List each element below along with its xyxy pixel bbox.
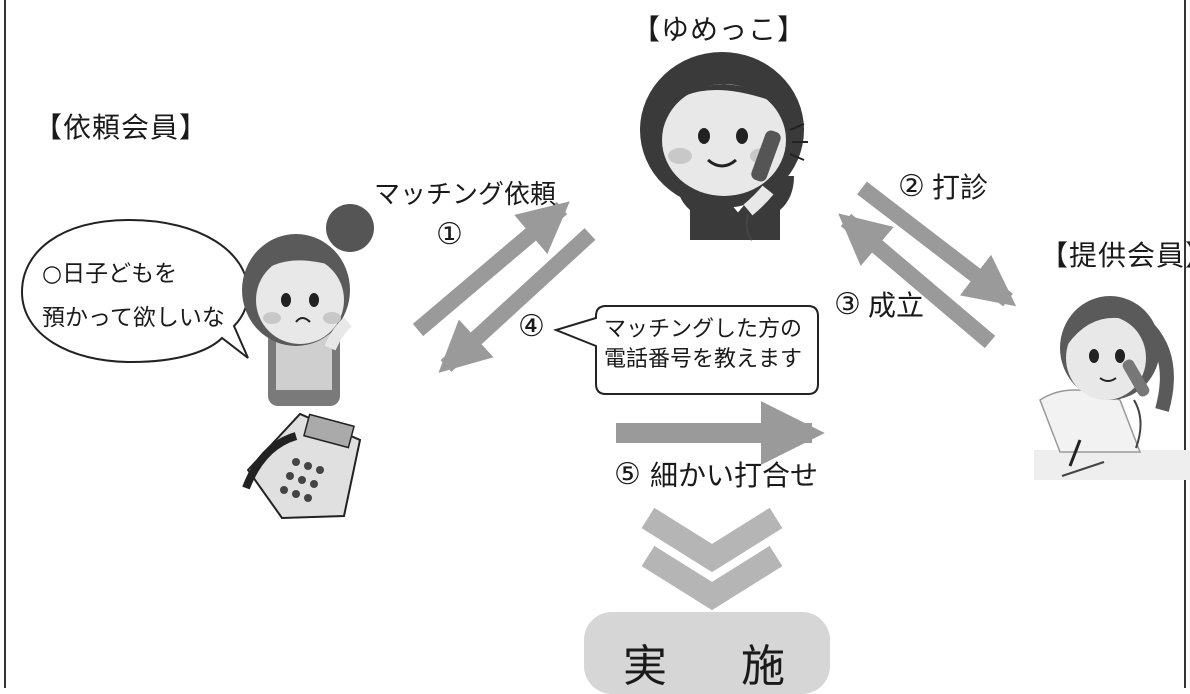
step3-number: ③ [834, 287, 861, 322]
step1-label: マッチング依頼 [374, 180, 557, 210]
step2-label: 打診 [932, 171, 989, 204]
arrow-sounding [857, 181, 1017, 307]
implementation-label: 実 施 [623, 641, 815, 692]
step4-number: ④ [518, 309, 545, 344]
step5-number: ⑤ [614, 457, 641, 492]
diagram-frame [4, 0, 1186, 688]
arrow-established [838, 213, 996, 349]
coordinator-figure [640, 52, 808, 241]
step5-label: 細かい打合せ [650, 459, 819, 492]
step4-note: マッチングした方の 電話番号を教えます [604, 315, 824, 375]
step4-note-line2: 電話番号を教えます [604, 347, 803, 372]
step3-label: 成立 [868, 289, 925, 322]
requester-title: 【依頼会員】 [34, 111, 209, 144]
step4-note-line1: マッチングした方の [604, 317, 803, 342]
speech-bubble-line2: 預かって欲しいな [42, 305, 225, 331]
speech-bubble-line1: ○日子どもを [42, 261, 178, 287]
telephone-icon [242, 412, 362, 520]
speech-bubble [20, 218, 250, 364]
provider-title: 【提供会員】 [1040, 239, 1190, 272]
chevron-down-icon [641, 507, 783, 611]
step1-number: ① [436, 217, 463, 252]
speech-bubble-text: ○日子どもを 預かって欲しいな [42, 252, 232, 340]
coordinator-title: 【ゆめっこ】 [632, 13, 807, 46]
provider-figure [1034, 296, 1190, 480]
requester-figure [242, 204, 374, 406]
step2-number: ② [898, 169, 925, 204]
arrow-matching-request [412, 201, 570, 337]
arrow-phone-number [438, 228, 596, 373]
callout-note [552, 305, 819, 395]
implementation-box: 実 施 [584, 612, 830, 694]
